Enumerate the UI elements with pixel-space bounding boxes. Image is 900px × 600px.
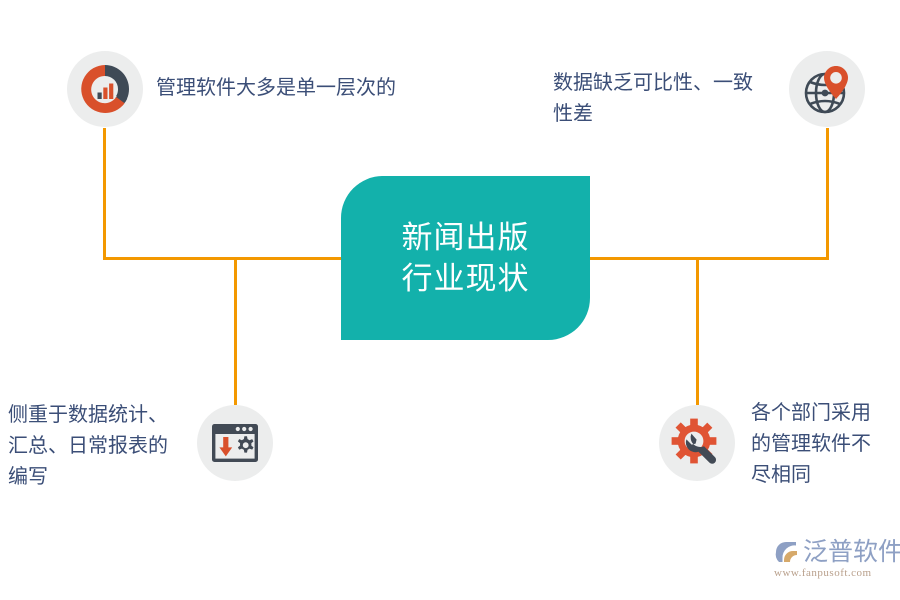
watermark-url-text: www.fanpusoft.com: [774, 567, 872, 579]
fanpu-logo-mark-icon: [775, 542, 797, 562]
node-label-bottom-left: 侧重于数据统计、 汇总、日常报表的 编写: [8, 400, 188, 493]
node-icon-bottom-right[interactable]: [659, 405, 735, 481]
node-label-top-right: 数据缺乏可比性、一致 性差: [553, 68, 778, 130]
label-line: 性差: [553, 103, 593, 125]
center-title-line-2: 行业现状: [401, 261, 530, 296]
gear-wrench-icon: [671, 418, 717, 464]
center-title-line-1: 新闻出版: [401, 220, 530, 255]
label-line: 数据缺乏可比性、一致: [553, 72, 753, 94]
connector-vertical-top-right: [826, 128, 829, 260]
label-line: 各个部门采用: [751, 402, 871, 424]
watermark-brand-row: 泛普软件: [772, 538, 900, 566]
label-line: 侧重于数据统计、: [8, 404, 168, 426]
node-icon-top-right[interactable]: [789, 51, 865, 127]
connector-vertical-top-left: [103, 128, 106, 260]
globe-location-pin-icon: [804, 66, 848, 114]
node-label-bottom-right: 各个部门采用 的管理软件不 尽相同: [751, 398, 900, 491]
connector-horizontal-right: [580, 257, 829, 260]
node-icon-top-left[interactable]: [67, 51, 143, 127]
center-node[interactable]: 新闻出版 行业现状: [341, 176, 590, 340]
node-label-top-left: 管理软件大多是单一层次的: [156, 73, 446, 104]
connector-horizontal-left: [103, 257, 351, 260]
label-line: 汇总、日常报表的: [8, 435, 168, 457]
node-icon-bottom-left[interactable]: [197, 405, 273, 481]
label-line: 尽相同: [751, 464, 811, 486]
label-line: 的管理软件不: [751, 433, 871, 455]
watermark-brand-text: 泛普软件: [803, 538, 900, 566]
browser-download-settings-icon: [212, 424, 258, 462]
watermark-logo: 泛普软件 www.fanpusoft.com: [772, 538, 900, 586]
label-line: 编写: [8, 466, 48, 488]
connector-vertical-bottom-right: [696, 257, 699, 405]
connector-vertical-bottom-left: [234, 257, 237, 405]
label-line: 管理软件大多是单一层次的: [156, 77, 396, 99]
donut-bar-chart-icon: [81, 65, 130, 113]
